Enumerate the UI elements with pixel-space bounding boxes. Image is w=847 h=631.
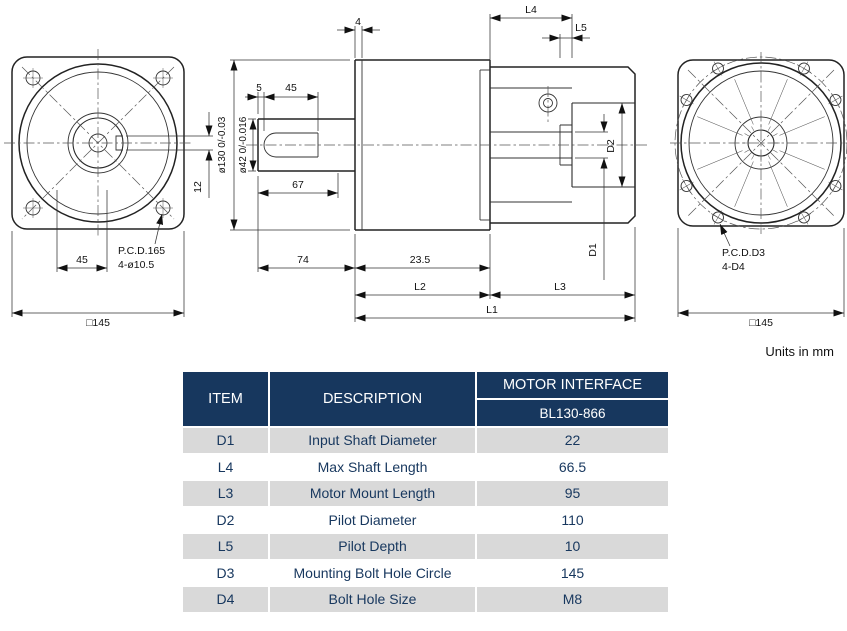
rear-centerlines [670, 52, 847, 234]
dim-label: 74 [297, 254, 309, 266]
item-cell: L4 [181, 452, 270, 481]
dim-label: L1 [486, 304, 498, 316]
description-cell: Input Shaft Diameter [268, 426, 477, 455]
table-row: L4 Max Shaft Length 66.5 [181, 452, 670, 481]
hub-spokes [697, 79, 825, 207]
item-cell: L3 [181, 479, 270, 508]
dim-label: 5 [256, 83, 262, 94]
dim-label: □145 [86, 317, 110, 329]
rear-bolt-holes [679, 61, 843, 225]
value-cell: 10 [475, 532, 670, 561]
rear-view: □145 P.C.D.D3 4-D4 [670, 52, 847, 329]
description-cell: Bolt Hole Size [268, 585, 477, 614]
table-row: D2 Pilot Diameter 110 [181, 505, 670, 534]
dim-label: 12 [192, 181, 204, 193]
shaft-keyway [263, 132, 319, 158]
value-cell: 66.5 [475, 452, 670, 481]
value-cell: 145 [475, 558, 670, 587]
description-cell: Max Shaft Length [268, 452, 477, 481]
holes-label: 4-ø10.5 [118, 259, 154, 271]
description-cell: Pilot Depth [268, 532, 477, 561]
adapter-bolt [538, 86, 558, 122]
dia-label: ø42 0/-0.016 [238, 116, 249, 173]
table-row: D3 Mounting Bolt Hole Circle 145 [181, 558, 670, 587]
rear-pcd-annotation: P.C.D.D3 4-D4 [719, 223, 765, 273]
table-row: D1 Input Shaft Diameter 22 [181, 426, 670, 455]
value-cell: 95 [475, 479, 670, 508]
dim-L2-L3-L1: L2 L3 L1 [355, 227, 636, 322]
col-header-item: ITEM [181, 370, 270, 428]
dim-5-45: 5 45 [245, 82, 319, 131]
dim-label: D2 [605, 139, 617, 153]
front-dim-12: 12 [126, 112, 213, 198]
table-row: D4 Bolt Hole Size M8 [181, 585, 670, 614]
col-header-model: BL130-866 [475, 398, 670, 428]
header-row-2: BL130-866 [182, 398, 670, 428]
dim-74-235: 74 23.5 [258, 234, 491, 322]
units-note: Units in mm [765, 344, 834, 359]
item-cell: D2 [181, 505, 270, 534]
dim-label: 23.5 [410, 254, 431, 266]
dim-label: L4 [525, 4, 537, 16]
item-cell: D3 [181, 558, 270, 587]
dim-dia42: ø42 0/-0.016 [238, 116, 257, 173]
dim-4: 4 [337, 16, 380, 58]
description-cell: Pilot Diameter [268, 505, 477, 534]
pcd-label: P.C.D.165 [118, 245, 165, 257]
dim-label: 45 [285, 82, 297, 94]
dim-label: 67 [292, 179, 304, 191]
technical-drawing: 45 □145 12 P.C.D.165 4-ø10.5 [4, 4, 847, 329]
dim-D1: D1 [575, 114, 608, 280]
item-cell: L5 [181, 532, 270, 561]
item-cell: D1 [181, 426, 270, 455]
header-row-1: ITEM DESCRIPTION MOTOR INTERFACE [181, 370, 670, 428]
front-view: 45 □145 12 P.C.D.165 4-ø10.5 [4, 49, 213, 329]
holes-label: 4-D4 [722, 261, 745, 273]
dim-label: L3 [554, 281, 566, 293]
dim-label: L5 [575, 22, 587, 34]
item-cell: D4 [181, 585, 270, 614]
dim-label: L2 [414, 281, 426, 293]
front-dim-square145: □145 [11, 231, 185, 329]
col-header-description: DESCRIPTION [268, 370, 477, 428]
front-centerlines [4, 49, 192, 237]
col-header-motor-interface: MOTOR INTERFACE [475, 370, 670, 400]
spec-table: ITEM DESCRIPTION MOTOR INTERFACE BL130-8… [181, 370, 670, 614]
dim-label: 45 [76, 254, 88, 266]
front-pcd-annotation: P.C.D.165 4-ø10.5 [118, 213, 165, 271]
table-row: L3 Motor Mount Length 95 [181, 479, 670, 508]
description-cell: Mounting Bolt Hole Circle [268, 558, 477, 587]
dim-D2: D2 [605, 103, 626, 187]
value-cell: 110 [475, 505, 670, 534]
dim-dia130: ø130 0/-0.03 [217, 59, 350, 231]
description-cell: Motor Mount Length [268, 479, 477, 508]
dia-label: ø130 0/-0.03 [217, 116, 228, 173]
dim-L4-L5: L4 L5 [489, 4, 590, 62]
dim-label: □145 [749, 317, 773, 329]
front-dim-45: 45 [56, 190, 108, 272]
rear-dim-square145: □145 [677, 228, 845, 329]
pcd-label: P.C.D.D3 [722, 247, 765, 259]
value-cell: 22 [475, 426, 670, 455]
dim-67: 67 [257, 173, 339, 272]
table-row: L5 Pilot Depth 10 [181, 532, 670, 561]
value-cell: M8 [475, 585, 670, 614]
hub-ticks [742, 124, 780, 162]
section-view: 4 5 45 ø130 0/-0.03 [217, 4, 648, 322]
dim-label: D1 [587, 243, 599, 257]
dim-label: 4 [355, 16, 361, 28]
